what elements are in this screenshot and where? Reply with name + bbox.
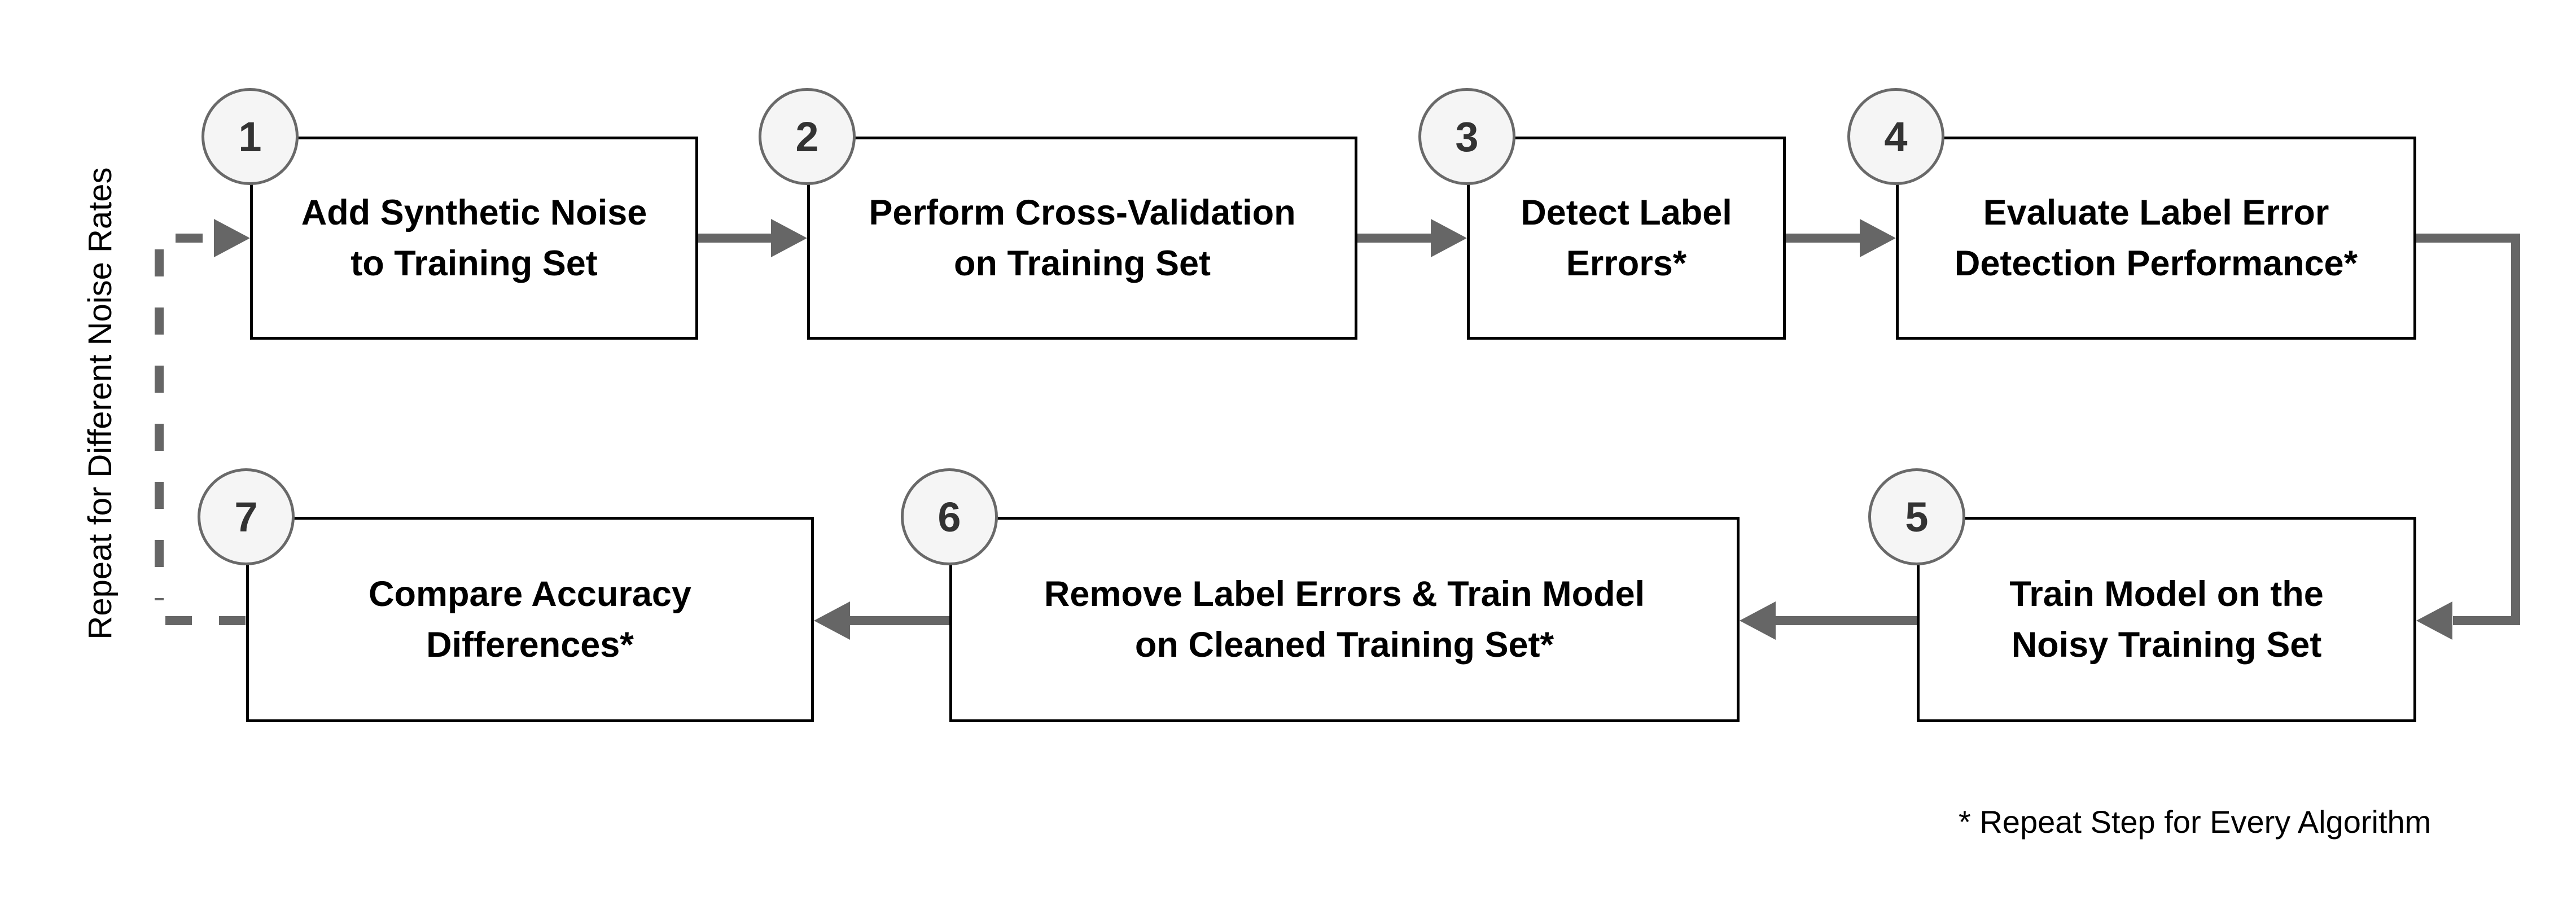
step-box-6: 6 Remove Label Errors & Train Model on C… bbox=[901, 468, 1740, 722]
footnote: * Repeat Step for Every Algorithm bbox=[1959, 804, 2432, 840]
step-label-line: Perform Cross-Validation bbox=[869, 193, 1296, 232]
step-badge-7: 7 bbox=[198, 468, 295, 565]
step-label-2: Perform Cross-Validation on Training Set bbox=[810, 139, 1355, 337]
step-label-6: Remove Label Errors & Train Model on Cle… bbox=[952, 520, 1737, 719]
step-badge-4: 4 bbox=[1847, 88, 1944, 185]
step-box-4: 4 Evaluate Label Error Detection Perform… bbox=[1847, 88, 2416, 340]
step-number: 7 bbox=[234, 493, 258, 541]
step-label-line: to Training Set bbox=[351, 244, 598, 283]
arrow-right-icon bbox=[214, 219, 250, 257]
step-label-line: Compare Accuracy bbox=[369, 574, 691, 614]
step-label-line: on Cleaned Training Set* bbox=[1134, 625, 1554, 665]
loop-connector-bottom-dashes bbox=[165, 616, 246, 625]
arrow-left-icon bbox=[1740, 601, 1776, 640]
step-label-line: Remove Label Errors & Train Model bbox=[1044, 574, 1645, 614]
step-label-5: Train Model on the Noisy Training Set bbox=[1920, 520, 2413, 719]
step-label-line: Detection Performance* bbox=[1954, 244, 2358, 283]
step-label-4: Evaluate Label Error Detection Performan… bbox=[1899, 139, 2413, 337]
loop-connector-vertical-dashes bbox=[155, 249, 164, 600]
step-number: 5 bbox=[1905, 493, 1929, 541]
step-badge-6: 6 bbox=[901, 468, 998, 565]
connector-6-7-stem bbox=[850, 616, 949, 625]
step-label-line: Add Synthetic Noise bbox=[301, 193, 647, 232]
step-badge-5: 5 bbox=[1868, 468, 1965, 565]
connector-2-3-stem bbox=[1357, 234, 1431, 243]
connector-4-5-vertical-segment bbox=[2511, 234, 2520, 625]
step-badge-3: 3 bbox=[1418, 88, 1515, 185]
step-label-line: Evaluate Label Error bbox=[1983, 193, 2329, 232]
connector-4-5-top-segment bbox=[2416, 234, 2520, 243]
step-label-7: Compare Accuracy Differences* bbox=[249, 520, 811, 719]
step-label-1: Add Synthetic Noise to Training Set bbox=[253, 139, 695, 337]
connector-1-2-stem bbox=[698, 234, 771, 243]
arrow-right-icon bbox=[1860, 219, 1896, 257]
step-label-line: Detect Label bbox=[1521, 193, 1732, 232]
step-badge-2: 2 bbox=[759, 88, 856, 185]
step-label-line: Errors* bbox=[1566, 244, 1687, 283]
step-number: 4 bbox=[1884, 113, 1908, 160]
step-number: 3 bbox=[1455, 113, 1479, 160]
step-label-line: Train Model on the bbox=[2009, 574, 2324, 614]
loop-label: Repeat for Different Noise Rates bbox=[82, 167, 119, 640]
arrow-left-icon bbox=[814, 601, 850, 640]
step-box-3: 3 Detect Label Errors* bbox=[1418, 88, 1786, 340]
step-number: 6 bbox=[937, 493, 961, 541]
step-label-line: on Training Set bbox=[953, 244, 1211, 283]
arrow-right-icon bbox=[1431, 219, 1467, 257]
step-box-7: 7 Compare Accuracy Differences* bbox=[198, 468, 814, 722]
step-number: 1 bbox=[238, 113, 262, 160]
step-box-2: 2 Perform Cross-Validation on Training S… bbox=[759, 88, 1357, 340]
loop-connector-top-dash bbox=[176, 234, 203, 243]
arrow-right-icon bbox=[771, 219, 807, 257]
step-label-line: Noisy Training Set bbox=[2011, 625, 2322, 665]
step-label-line: Differences* bbox=[426, 625, 634, 665]
step-box-5: 5 Train Model on the Noisy Training Set bbox=[1868, 468, 2416, 722]
step-box-1: 1 Add Synthetic Noise to Training Set bbox=[201, 88, 698, 340]
step-number: 2 bbox=[795, 113, 819, 160]
step-badge-1: 1 bbox=[201, 88, 299, 185]
arrow-left-icon bbox=[2416, 601, 2452, 640]
connector-5-6-stem bbox=[1776, 616, 1917, 625]
connector-4-5-bottom-segment bbox=[2453, 616, 2520, 625]
connector-3-4-stem bbox=[1786, 234, 1860, 243]
step-label-3: Detect Label Errors* bbox=[1470, 139, 1783, 337]
